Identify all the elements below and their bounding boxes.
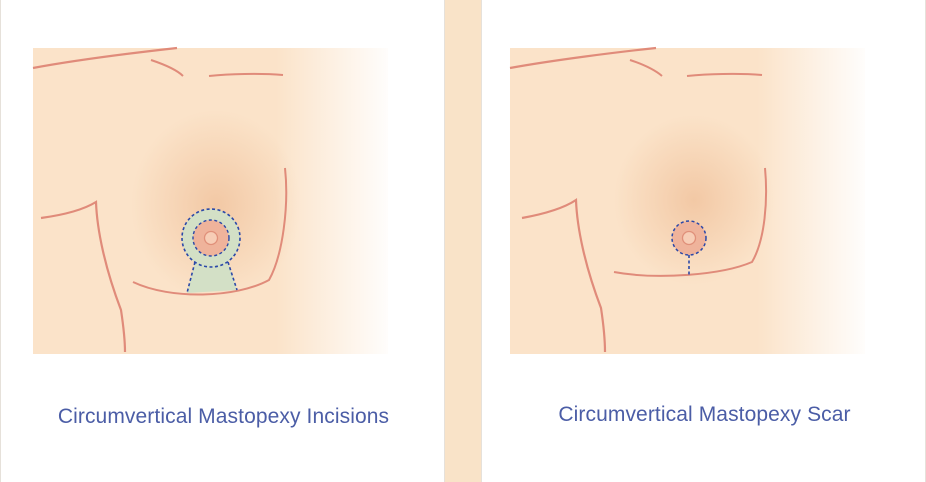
nipple [203, 230, 219, 246]
breast-shading [614, 115, 774, 285]
diagram-panel-incisions: Circumvertical Mastopexy Incisions [0, 0, 445, 482]
clavicle-curve [150, 59, 184, 77]
breast-outline [613, 167, 768, 277]
clavicle-line [686, 72, 763, 77]
breast-outline [132, 167, 288, 296]
breast-shading [131, 110, 301, 300]
vertical-incision-area [187, 262, 237, 293]
vertical-incision-line [186, 261, 238, 294]
nipple [681, 230, 697, 246]
arm-outline [40, 200, 127, 353]
clavicle-curve [629, 59, 663, 77]
skin-fade [757, 40, 872, 370]
shoulder-line [509, 46, 657, 70]
breast-illustration-scar [509, 40, 872, 370]
caption-scar: Circumvertical Mastopexy Scar [558, 403, 851, 426]
skin-fade [276, 40, 396, 370]
arm-outline [521, 197, 607, 353]
breast-illustration-incisions [32, 40, 396, 370]
clavicle-line [208, 72, 284, 77]
caption-incisions: Circumvertical Mastopexy Incisions [57, 405, 390, 428]
diagram-panel-scar: Circumvertical Mastopexy Scar [481, 0, 926, 482]
shoulder-line [32, 46, 178, 70]
